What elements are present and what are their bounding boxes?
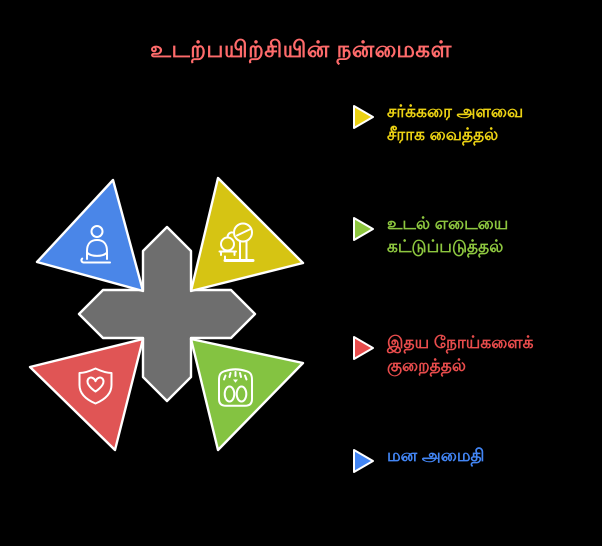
legend-label: மன அமைதி [387,444,484,467]
legend-line: மன அமைதி [387,446,485,465]
shield-heart-icon [78,367,113,405]
legend-line: கட்டுப்படுத்தல் [387,237,504,256]
legend-line: சீராக வைத்தல் [387,125,499,144]
triangle-marker-icon [353,105,374,129]
legend-label: இதய நோய்களைக் குறைத்தல் [387,331,534,377]
meditation-icon [80,225,111,264]
food-scale-icon [218,222,255,262]
legend-item-heart: இதய நோய்களைக் குறைத்தல் [352,331,534,377]
center-cross-shape [77,225,257,403]
legend-item-sugar: சர்க்கரை அளவை சீராக வைத்தல் [352,100,523,146]
legend-line: உடல் எடையை [387,214,509,233]
legend-line: குறைத்தல் [387,356,466,375]
legend-line: இதய நோய்களைக் [387,333,534,352]
triangle-marker-icon [353,217,374,241]
legend-label: உடல் எடையை கட்டுப்படுத்தல் [387,212,508,258]
legend-item-weight: உடல் எடையை கட்டுப்படுத்தல் [352,212,508,258]
legend-item-peace: மன அமைதி [352,444,484,475]
triangle-top-left [35,178,145,293]
legend-label: சர்க்கரை அளவை சீராக வைத்தல் [387,100,523,146]
triangle-top-right [189,176,305,293]
legend-line: சர்க்கரை அளவை [387,102,524,121]
weight-scale-icon [218,368,253,407]
triangle-marker-icon [353,336,374,360]
triangle-marker-icon [353,449,374,473]
triangle-bottom-left [28,337,145,452]
page-title: உடற்பயிற்சியின் நன்மைகள் [150,36,452,62]
